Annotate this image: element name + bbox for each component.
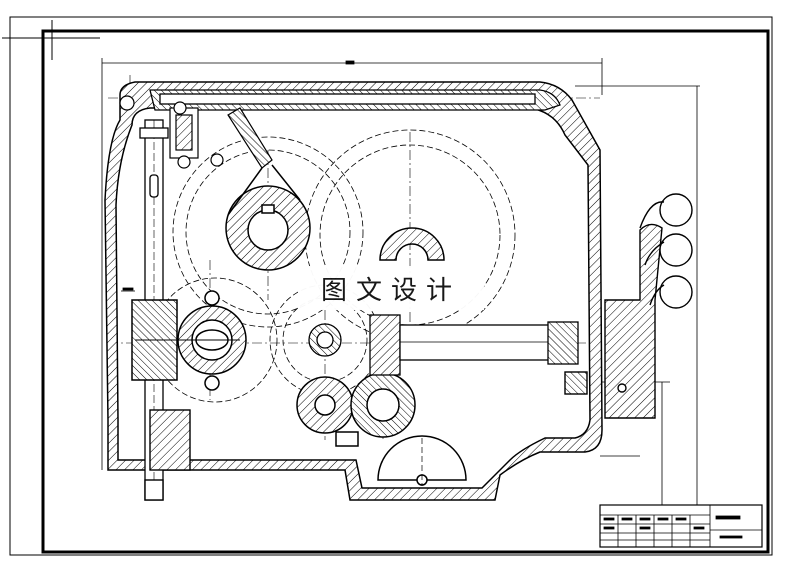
left-gear-assembly bbox=[131, 290, 247, 391]
top-cover bbox=[149, 89, 561, 111]
title-block bbox=[599, 504, 763, 548]
bottom-chamber bbox=[377, 435, 467, 486]
right-handle bbox=[564, 193, 693, 419]
base-foot bbox=[144, 409, 191, 501]
lever-assembly bbox=[119, 95, 273, 169]
watermark-text: 图文设计 bbox=[298, 266, 484, 310]
central-gear bbox=[379, 227, 445, 261]
lower-gear-pair bbox=[296, 372, 416, 447]
drawing-border bbox=[2, 16, 773, 556]
small-gear bbox=[308, 323, 342, 357]
upper-drum bbox=[225, 164, 311, 271]
shift-fork bbox=[369, 314, 579, 376]
